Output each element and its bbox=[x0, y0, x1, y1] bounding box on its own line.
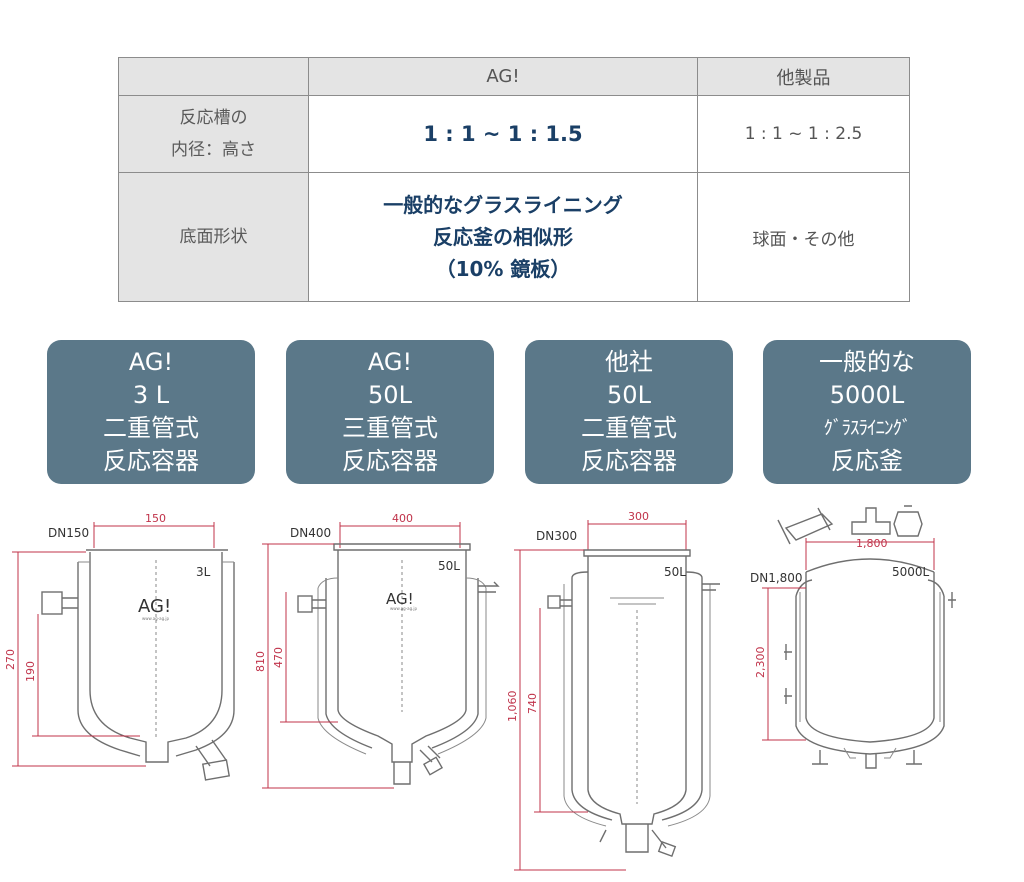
ag-bottom-shape-value: 一般的なグラスライニング 反応釜の相似形 （10% 鏡板） bbox=[308, 172, 698, 302]
vessel-box-other-50l: 他社 50L 二重管式 反応容器 bbox=[525, 340, 733, 484]
width-label: 1,800 bbox=[856, 537, 888, 550]
table-header-ag: AG! bbox=[308, 57, 698, 96]
table-row-ratio: 反応槽の 内径：高さ 1 : 1 ~ 1 : 1.5 1 : 1 ~ 1 : 2… bbox=[118, 95, 910, 173]
ag-logo: AG! bbox=[138, 596, 171, 617]
vessel-box-glass-lining-5000l: 一般的な 5000L ｸﾞﾗｽﾗｲﾆﾝｸﾞ 反応釜 bbox=[763, 340, 971, 484]
volume-label: 3L bbox=[196, 565, 211, 579]
drawing-ag-50l: DN400 400 50L AG! www.ag-ag.jp 810 470 bbox=[254, 512, 500, 789]
table-header-row: AG! 他製品 bbox=[118, 57, 910, 96]
volume-label: 50L bbox=[664, 565, 686, 579]
width-label: 300 bbox=[628, 510, 649, 523]
table-header-blank bbox=[118, 57, 309, 96]
drawing-other-50l: DN300 300 50L 1,060 740 bbox=[506, 510, 720, 871]
row-label-bottom-shape: 底面形状 bbox=[118, 172, 309, 302]
table-header-other: 他製品 bbox=[697, 57, 910, 96]
dn-label: DN400 bbox=[290, 526, 331, 540]
row-label-ratio: 反応槽の 内径：高さ bbox=[118, 95, 309, 173]
table-row-bottom-shape: 底面形状 一般的なグラスライニング 反応釜の相似形 （10% 鏡板） 球面・その… bbox=[118, 172, 910, 302]
volume-label: 5000L bbox=[892, 565, 930, 579]
inner-height-label: 470 bbox=[272, 647, 285, 668]
other-bottom-shape-value: 球面・その他 bbox=[697, 172, 910, 302]
svg-text:www.ag-ag.jp: www.ag-ag.jp bbox=[142, 616, 170, 621]
inner-height-label: 740 bbox=[526, 693, 539, 714]
total-height-label: 1,060 bbox=[506, 691, 519, 723]
width-label: 400 bbox=[392, 512, 413, 525]
drawing-glass-lining-5000l: DN1,800 1,800 5000L 2,300 bbox=[750, 505, 956, 769]
comparison-table: AG! 他製品 反応槽の 内径：高さ 1 : 1 ~ 1 : 1.5 1 : 1… bbox=[118, 57, 910, 302]
ag-logo: AG! bbox=[386, 590, 414, 608]
inner-height-label: 2,300 bbox=[754, 647, 767, 679]
inner-height-label: 190 bbox=[24, 661, 37, 682]
vessel-box-ag-50l: AG! 50L 三重管式 反応容器 bbox=[286, 340, 494, 484]
dn-label: DN150 bbox=[48, 526, 89, 540]
volume-label: 50L bbox=[438, 559, 460, 573]
other-ratio-value: 1 : 1 ~ 1 : 2.5 bbox=[697, 95, 910, 173]
total-height-label: 810 bbox=[254, 651, 267, 672]
svg-text:www.ag-ag.jp: www.ag-ag.jp bbox=[390, 606, 418, 611]
width-label: 150 bbox=[145, 512, 166, 525]
vessel-drawings: DN150 150 3L AG! www.ag-ag.jp 270 190 DN… bbox=[4, 505, 956, 871]
total-height-label: 270 bbox=[4, 649, 17, 670]
dn-label: DN300 bbox=[536, 529, 577, 543]
dn-label: DN1,800 bbox=[750, 571, 803, 585]
drawing-ag-3l: DN150 150 3L AG! www.ag-ag.jp 270 190 bbox=[4, 512, 235, 781]
vessel-box-ag-3l: AG! 3 L 二重管式 反応容器 bbox=[47, 340, 255, 484]
ag-ratio-value: 1 : 1 ~ 1 : 1.5 bbox=[308, 95, 698, 173]
